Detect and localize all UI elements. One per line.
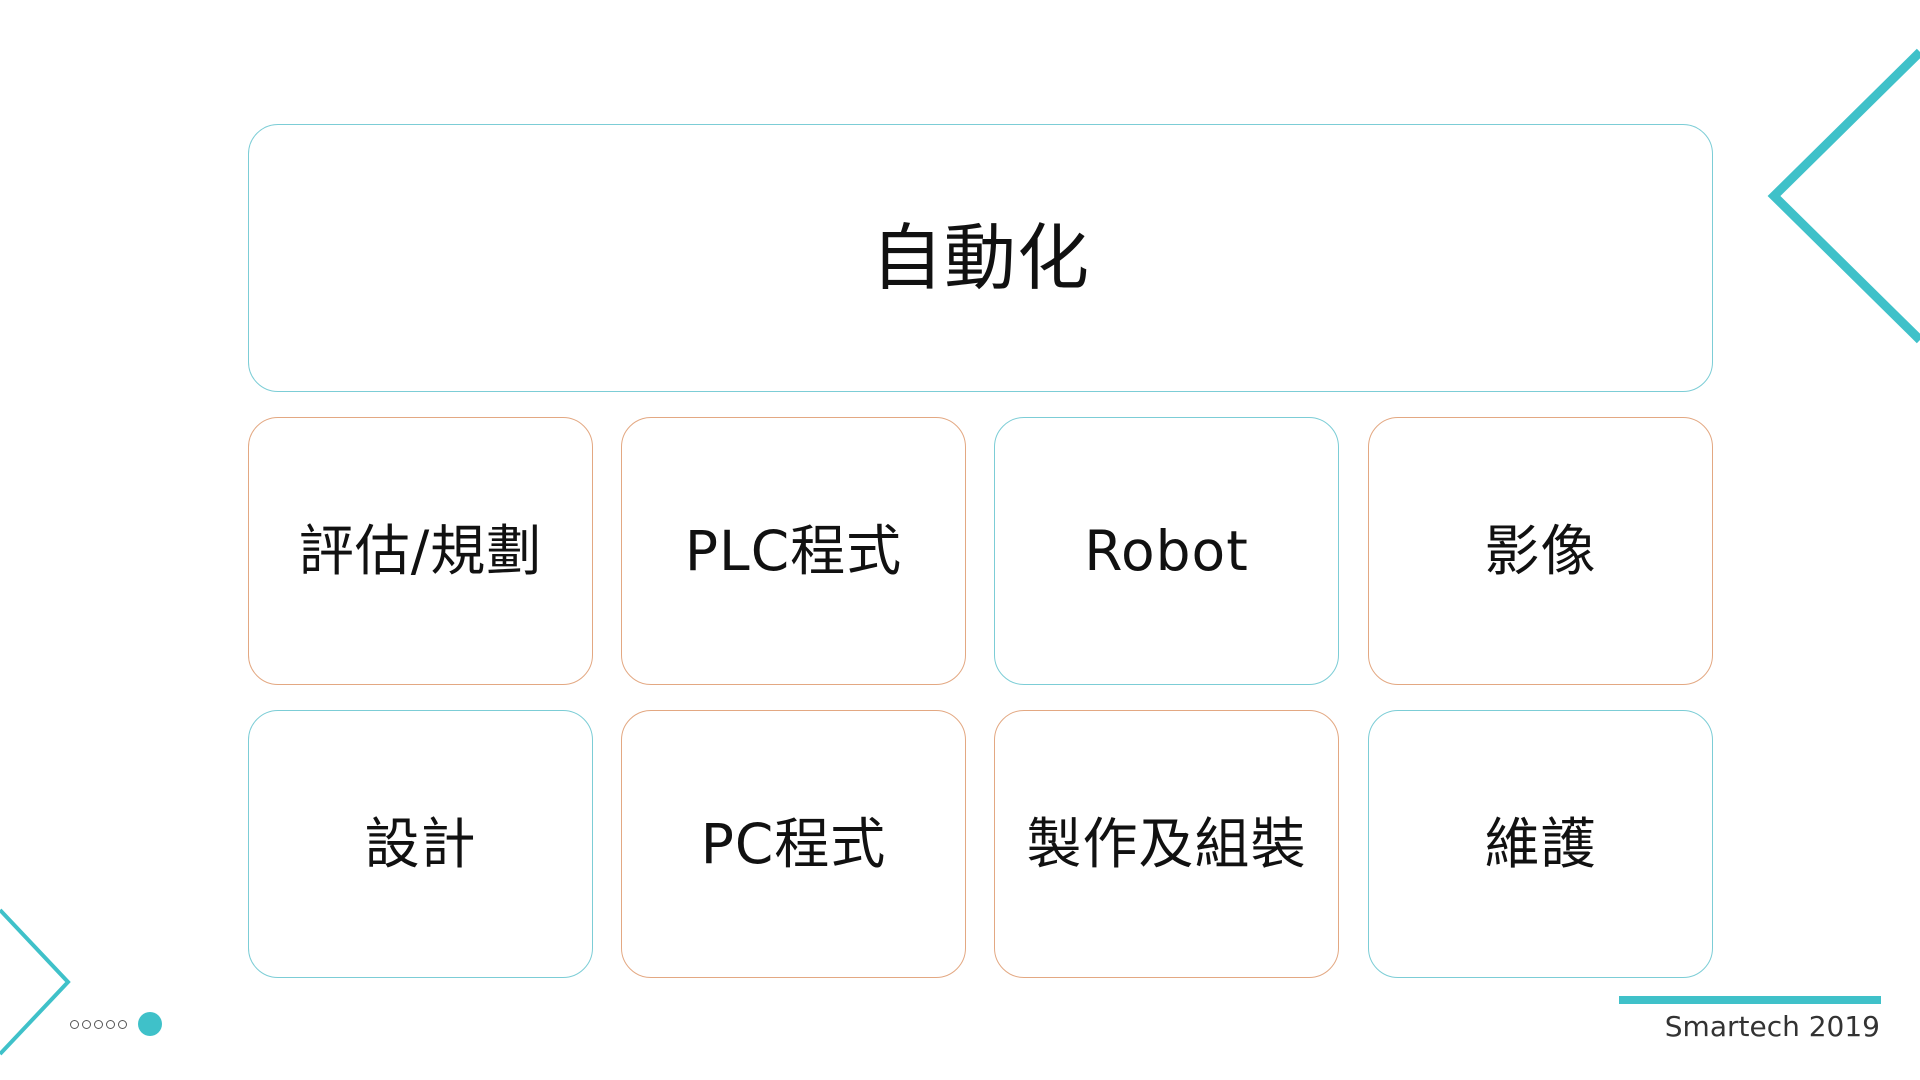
box-manufacturing-assembly: 製作及組裝 bbox=[994, 710, 1339, 978]
box-robot-label: Robot bbox=[1084, 518, 1249, 583]
pager-dot bbox=[118, 1019, 127, 1029]
box-pc-program-label: PC程式 bbox=[700, 811, 887, 876]
box-automation-label: 自動化 bbox=[870, 216, 1090, 300]
pager-dot bbox=[106, 1019, 115, 1029]
footer-brand-text: Smartech 2019 bbox=[1664, 1010, 1880, 1043]
slide-pager bbox=[70, 1012, 162, 1036]
pager-dot bbox=[82, 1019, 91, 1029]
box-design-label: 設計 bbox=[364, 811, 477, 876]
box-manufacturing-assembly-label: 製作及組裝 bbox=[1026, 811, 1307, 876]
pager-dot bbox=[70, 1019, 79, 1029]
box-evaluation-planning-label: 評估/規劃 bbox=[298, 518, 543, 583]
top-right-chevron-decoration bbox=[1767, 48, 1920, 344]
box-plc-program: PLC程式 bbox=[621, 417, 966, 685]
box-maintenance-label: 維護 bbox=[1484, 811, 1597, 876]
footer-accent-bar bbox=[1619, 996, 1881, 1004]
box-robot: Robot bbox=[994, 417, 1339, 685]
box-evaluation-planning: 評估/規劃 bbox=[248, 417, 593, 685]
box-pc-program: PC程式 bbox=[621, 710, 966, 978]
box-vision: 影像 bbox=[1368, 417, 1713, 685]
box-automation: 自動化 bbox=[248, 124, 1713, 392]
box-maintenance: 維護 bbox=[1368, 710, 1713, 978]
box-plc-program-label: PLC程式 bbox=[684, 518, 903, 583]
pager-dot-current bbox=[138, 1012, 162, 1036]
box-vision-label: 影像 bbox=[1484, 518, 1597, 583]
bottom-left-chevron-decoration bbox=[0, 908, 71, 1056]
box-design: 設計 bbox=[248, 710, 593, 978]
pager-dot bbox=[94, 1019, 103, 1029]
